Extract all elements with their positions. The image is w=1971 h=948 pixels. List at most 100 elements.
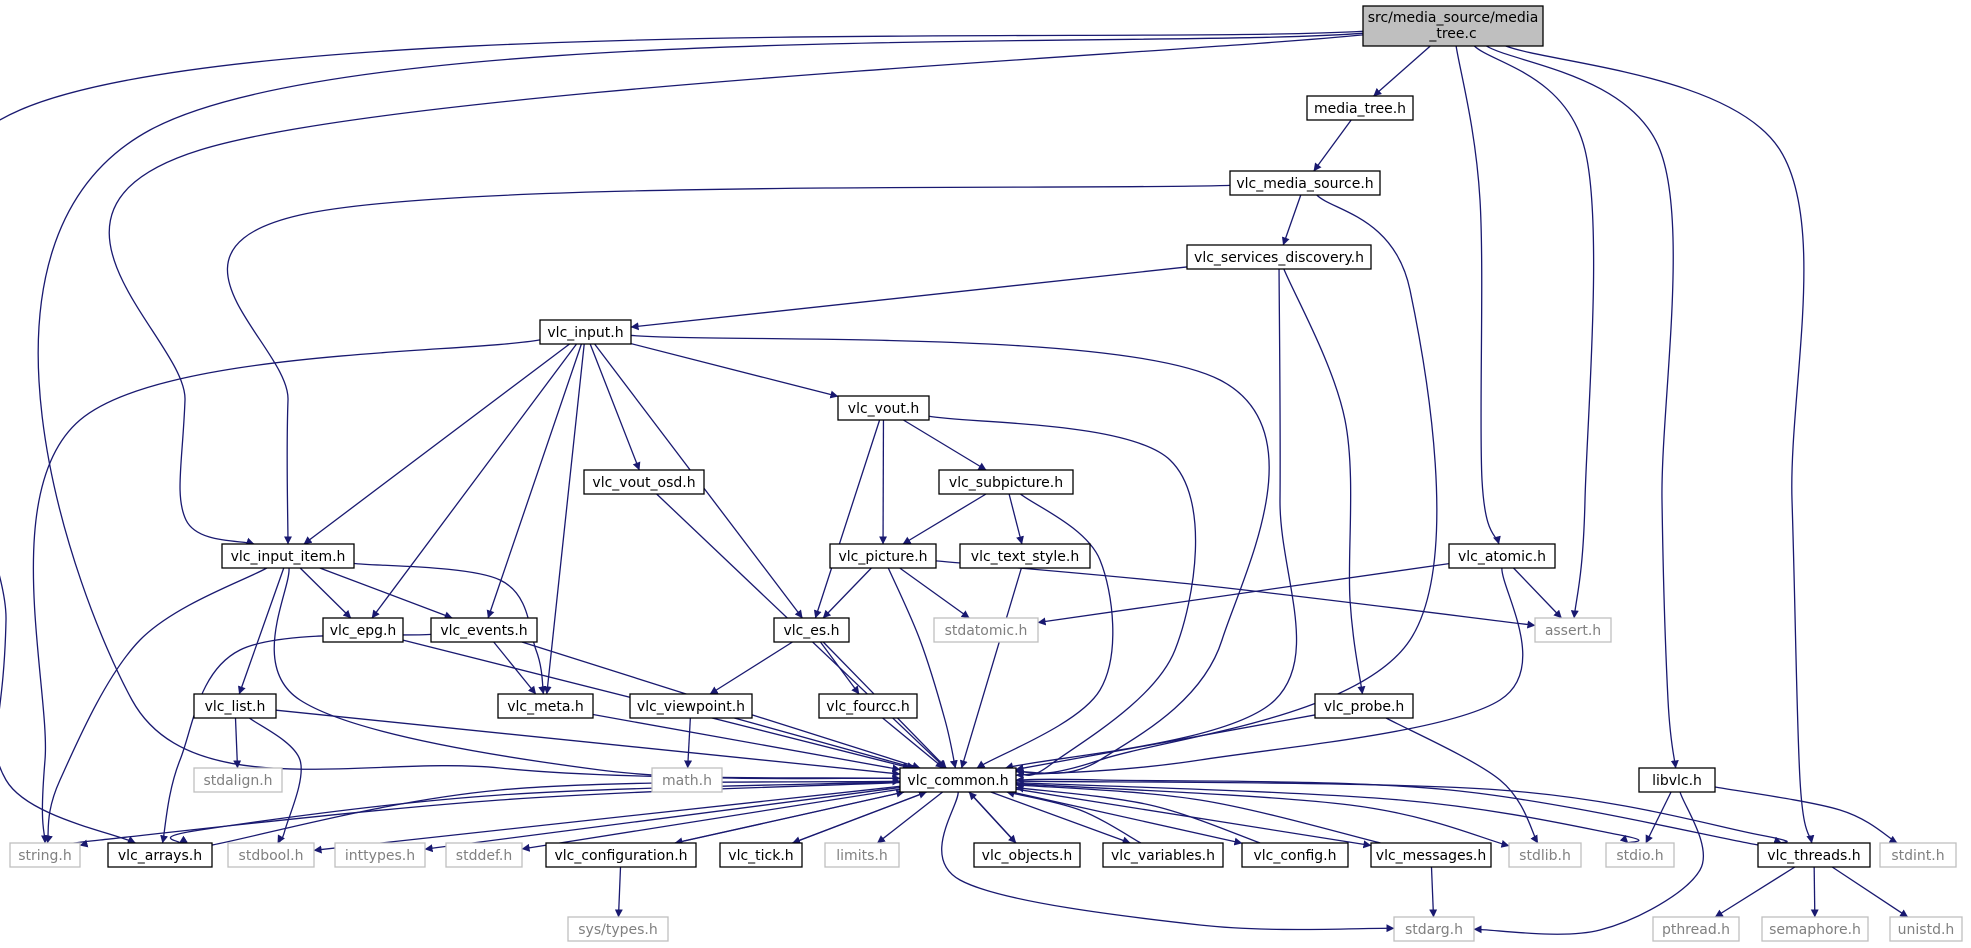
node-label: limits.h <box>836 848 887 864</box>
edge-vlc-configuration-h-to-sys-types-h <box>614 866 623 918</box>
node-vlc-services-discovery-h[interactable]: vlc_services_discovery.h <box>1186 244 1372 270</box>
node-label: vlc_messages.h <box>1376 848 1486 864</box>
node-vlc-text-style-h[interactable]: vlc_text_style.h <box>959 543 1091 569</box>
node-box <box>227 842 315 868</box>
node-box <box>445 842 523 868</box>
node-box <box>545 842 697 868</box>
node-vlc-fourcc-h[interactable]: vlc_fourcc.h <box>818 693 918 719</box>
node-vlc-events-h[interactable]: vlc_events.h <box>430 617 538 643</box>
node-label: vlc_picture.h <box>838 549 927 565</box>
edge-vlc-input-item-h-to-vlc-list-h <box>238 567 285 695</box>
edge-vlc-configuration-h-to-vlc-common-h <box>674 789 905 844</box>
node-vlc-arrays-h[interactable]: vlc_arrays.h <box>107 842 213 868</box>
node-vlc-input-item-h[interactable]: vlc_input_item.h <box>221 543 355 569</box>
edge-vlc-common-h-to-limits-h <box>876 791 944 844</box>
node-label: stdatomic.h <box>945 623 1028 639</box>
node-box <box>1761 916 1869 942</box>
node-sys-types-h: sys/types.h <box>567 916 669 942</box>
edge-vlc-list-h-to-vlc-common-h <box>275 709 901 778</box>
node-inttypes-h: inttypes.h <box>334 842 426 868</box>
edge-vlc-services-discovery-h-to-vlc-input-h <box>630 266 1188 331</box>
edge-vlc-viewpoint-h-to-vlc-common-h <box>734 717 916 770</box>
edge-vlc-threads-h-to-vlc-common-h <box>1015 775 1759 846</box>
edge-vlc-media-source-h-to-vlc-services-discovery-h <box>1281 194 1302 246</box>
node-libvlc-h[interactable]: libvlc.h <box>1638 767 1716 793</box>
edge-media-tree-c-to-vlc-arrays-h <box>0 30 1364 844</box>
node-box <box>1314 693 1414 719</box>
edge-vlc-threads-h-to-unistd-h <box>1831 866 1909 918</box>
node-vlc-meta-h[interactable]: vlc_meta.h <box>497 693 594 719</box>
node-media-tree-h[interactable]: media_tree.h <box>1306 95 1414 121</box>
node-label: vlc_fourcc.h <box>826 699 909 715</box>
node-vlc-input-h[interactable]: vlc_input.h <box>539 319 632 345</box>
node-vlc-objects-h[interactable]: vlc_objects.h <box>973 842 1081 868</box>
node-vlc-probe-h[interactable]: vlc_probe.h <box>1314 693 1414 719</box>
node-box <box>651 767 723 793</box>
node-string-h: string.h <box>9 842 81 868</box>
node-vlc-subpicture-h[interactable]: vlc_subpicture.h <box>938 469 1074 495</box>
node-vlc-list-h[interactable]: vlc_list.h <box>193 693 277 719</box>
node-stdarg-h: stdarg.h <box>1393 916 1475 942</box>
edge-media-tree-c-to-vlc-input-item-h <box>108 34 1364 546</box>
node-box <box>1757 842 1871 868</box>
node-vlc-tick-h[interactable]: vlc_tick.h <box>719 842 803 868</box>
node-vlc-es-h[interactable]: vlc_es.h <box>773 617 850 643</box>
edge-vlc-common-h-to-stdio-h <box>1015 781 1640 844</box>
node-vlc-config-h[interactable]: vlc_config.h <box>1241 842 1349 868</box>
edge-vlc-subpicture-h-to-vlc-text-style-h <box>1008 493 1024 545</box>
node-box <box>1241 842 1349 868</box>
node-vlc-epg-h[interactable]: vlc_epg.h <box>322 617 404 643</box>
node-vlc-messages-h[interactable]: vlc_messages.h <box>1370 842 1492 868</box>
node-vlc-atomic-h[interactable]: vlc_atomic.h <box>1448 543 1556 569</box>
node-label: libvlc.h <box>1652 773 1702 789</box>
edge-vlc-picture-h-to-stdatomic-h <box>899 567 970 619</box>
node-vlc-configuration-h[interactable]: vlc_configuration.h <box>545 842 697 868</box>
node-vlc-common-h[interactable]: vlc_common.h <box>899 767 1017 793</box>
node-label: pthread.h <box>1662 922 1730 938</box>
node-box <box>1605 842 1675 868</box>
node-label: unistd.h <box>1898 922 1955 938</box>
node-vlc-variables-h[interactable]: vlc_variables.h <box>1102 842 1224 868</box>
node-label: vlc_input_item.h <box>231 549 346 565</box>
node-vlc-viewpoint-h[interactable]: vlc_viewpoint.h <box>629 693 753 719</box>
edge-vlc-text-style-h-to-vlc-common-h <box>959 567 1023 769</box>
edge-vlc-input-item-h-to-vlc-events-h <box>319 567 453 620</box>
node-label: _tree.c <box>1428 26 1476 42</box>
node-box <box>583 469 705 495</box>
node-label: vlc_input.h <box>547 325 623 341</box>
edge-vlc-input-h-to-vlc-events-h <box>486 343 583 619</box>
edge-vlc-atomic-h-to-vlc-common-h <box>1015 567 1524 779</box>
edge-libvlc-h-to-stdio-h <box>1645 791 1672 844</box>
edge-media-tree-c-to-libvlc-h <box>1486 45 1679 769</box>
node-label: inttypes.h <box>345 848 415 864</box>
edge-vlc-services-discovery-h-to-vlc-probe-h <box>1283 268 1366 695</box>
node-box <box>1186 244 1372 270</box>
node-box <box>719 842 803 868</box>
node-box <box>938 469 1074 495</box>
node-label: vlc_list.h <box>205 699 266 715</box>
edge-vlc-tick-h-to-vlc-common-h <box>792 790 927 844</box>
node-box <box>959 543 1091 569</box>
node-vlc-picture-h[interactable]: vlc_picture.h <box>829 543 937 569</box>
edge-vlc-input-h-to-string-h <box>32 339 541 844</box>
node-vlc-vout-h[interactable]: vlc_vout.h <box>837 395 930 421</box>
edge-vlc-arrays-h-to-vlc-common-h <box>211 777 901 846</box>
edge-vlc-common-h-to-vlc-config-h <box>1011 791 1243 846</box>
node-box <box>322 617 404 643</box>
node-box <box>539 319 632 345</box>
edge-vlc-common-h-to-vlc-variables-h <box>990 791 1131 845</box>
node-media-tree-c[interactable]: src/media_source/media_tree.c <box>1362 5 1544 47</box>
edge-vlc-meta-h-to-vlc-common-h <box>592 713 901 773</box>
node-box <box>1362 5 1544 47</box>
node-label: stdint.h <box>1891 848 1944 864</box>
node-box <box>837 395 930 421</box>
node-vlc-vout-osd-h[interactable]: vlc_vout_osd.h <box>583 469 705 495</box>
node-box <box>334 842 426 868</box>
node-box <box>497 693 594 719</box>
node-label: vlc_viewpoint.h <box>637 699 745 715</box>
edge-vlc-viewpoint-h-to-math-h <box>684 717 693 769</box>
node-vlc-media-source-h[interactable]: vlc_media_source.h <box>1229 170 1381 196</box>
node-vlc-threads-h[interactable]: vlc_threads.h <box>1757 842 1871 868</box>
node-label: vlc_services_discovery.h <box>1194 250 1364 266</box>
edge-media-tree-c-to-media-tree-h <box>1373 45 1431 97</box>
